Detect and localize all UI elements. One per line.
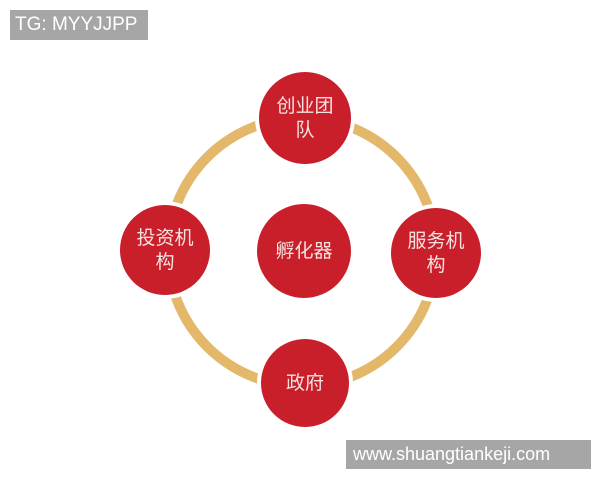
node-label: 服务机构 xyxy=(407,230,465,276)
node-investment-agency: 投资机构 xyxy=(120,205,210,295)
node-service-agency: 服务机构 xyxy=(391,208,481,298)
node-incubator-center: 孵化器 xyxy=(257,204,351,298)
node-label: 投资机构 xyxy=(136,227,194,273)
node-label: 政府 xyxy=(285,372,324,394)
node-government: 政府 xyxy=(261,339,349,427)
node-label: 创业团队 xyxy=(276,95,334,141)
node-startup-team: 创业团队 xyxy=(259,72,351,164)
center-label: 孵化器 xyxy=(275,240,333,262)
site-watermark: www.shuangtiankeji.com xyxy=(346,440,591,469)
tg-watermark: TG: MYYJJPP xyxy=(10,10,148,40)
